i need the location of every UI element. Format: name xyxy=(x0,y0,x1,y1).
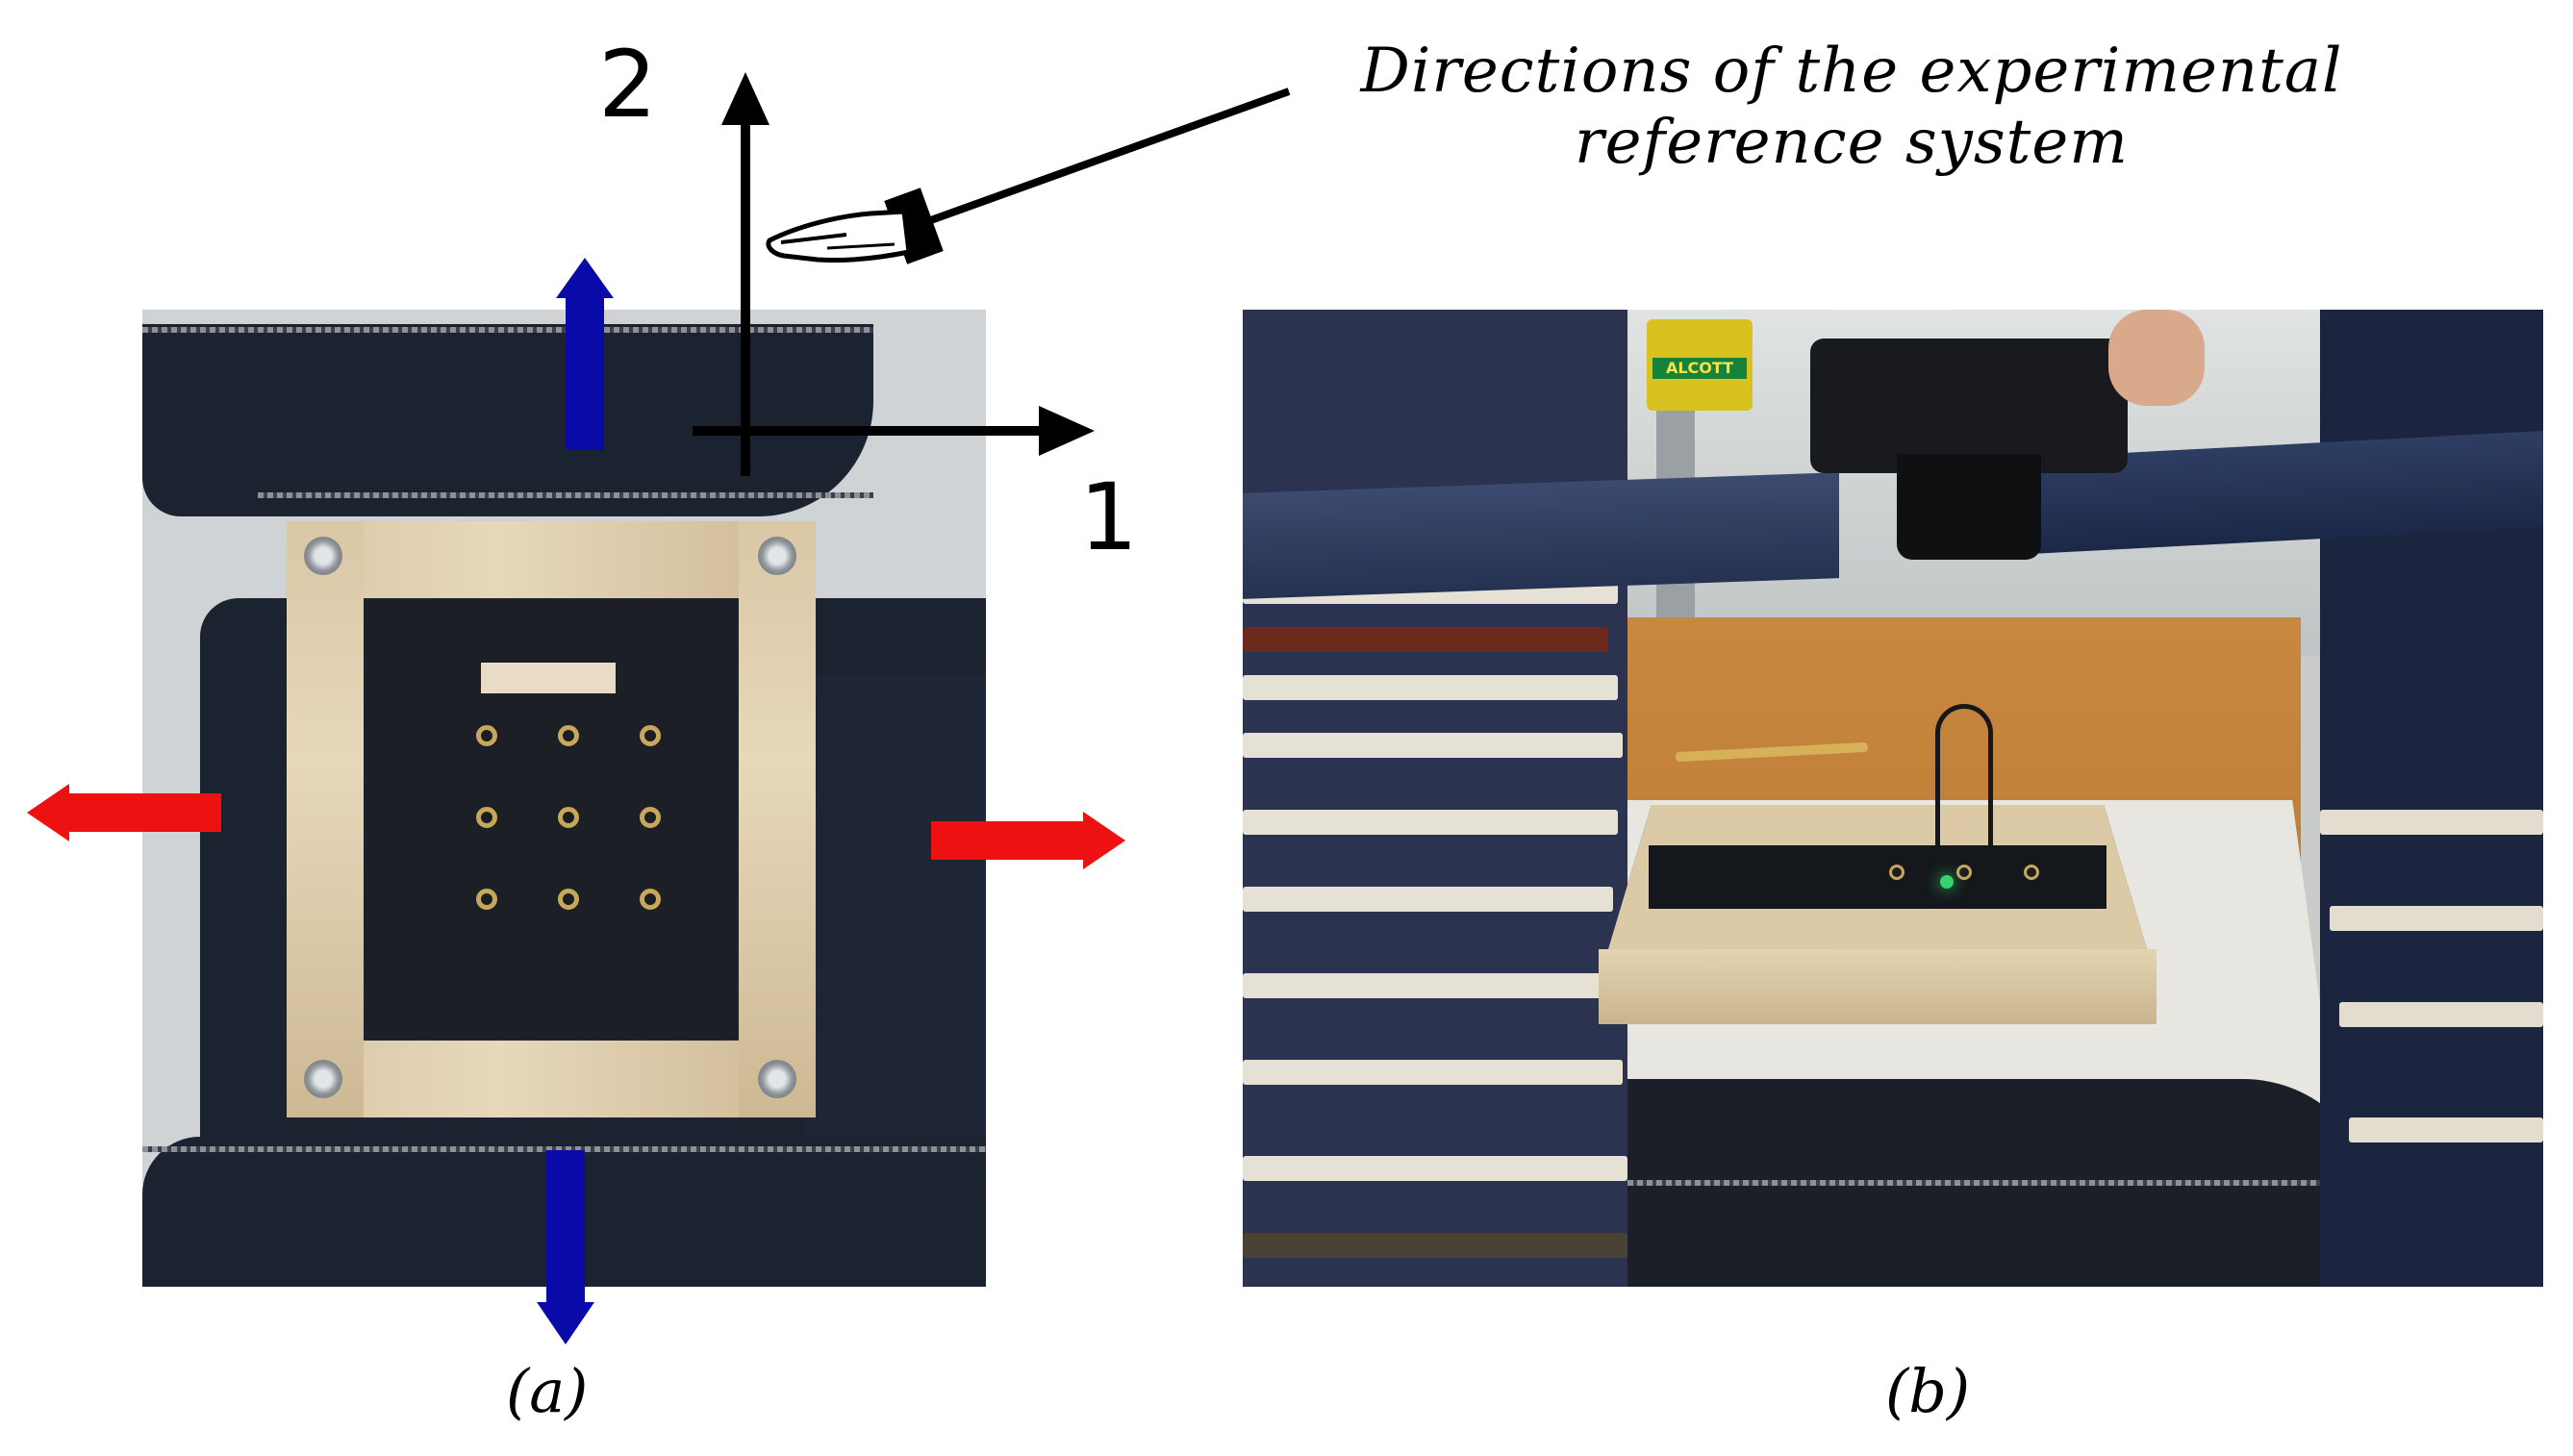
tape-strip xyxy=(481,663,616,693)
eyelet xyxy=(1889,865,1905,880)
book-pages xyxy=(1243,973,1618,998)
reference-system-callout: Directions of the experimental reference… xyxy=(1308,36,2395,178)
bag-logo-text: ALCOTT xyxy=(1652,358,1747,379)
eyelet xyxy=(558,807,579,828)
axis-2-label: 2 xyxy=(598,31,658,138)
bolt xyxy=(758,1060,796,1098)
fabric-seam-top xyxy=(142,327,873,333)
eyelet xyxy=(640,807,661,828)
fabric-right xyxy=(806,675,986,1137)
book-pages xyxy=(1243,887,1613,912)
eyelet xyxy=(476,725,497,746)
eyelet xyxy=(2024,865,2039,880)
book xyxy=(1243,1233,1627,1258)
book-pages xyxy=(1243,1156,1627,1181)
arrow-up-blue xyxy=(556,258,614,450)
eyelet xyxy=(640,889,661,910)
camera-body xyxy=(1810,339,2128,473)
arrow-left-red xyxy=(27,784,221,841)
book-pages xyxy=(2330,906,2543,931)
fabric-seam xyxy=(1397,1180,2339,1186)
book-pages xyxy=(1243,1060,1623,1085)
photo-camera-setup-side-view: ALCOTT xyxy=(1243,310,2543,1287)
eyelet xyxy=(476,807,497,828)
eyelet xyxy=(558,889,579,910)
frame-bar-bottom xyxy=(287,1041,816,1117)
book-pages xyxy=(2320,810,2543,835)
axis-1-label: 1 xyxy=(1079,464,1139,571)
frame-bar-right xyxy=(739,521,816,1117)
book-pages xyxy=(1243,733,1623,758)
pointing-hand-icon xyxy=(766,88,1291,264)
eyelet xyxy=(476,889,497,910)
frame-bar-top xyxy=(287,521,816,598)
panel-label-b: (b) xyxy=(1885,1356,1971,1426)
axis-2-arrow xyxy=(721,72,769,476)
bolt xyxy=(758,537,796,575)
book-pages xyxy=(2349,1117,2543,1142)
book xyxy=(1243,627,1608,652)
book-pages xyxy=(1243,675,1618,700)
green-laser-dot xyxy=(1940,875,1954,889)
fabric-seam-upper xyxy=(258,492,873,498)
hand xyxy=(2108,310,2205,406)
frame-bar-left xyxy=(287,521,364,1117)
camera-lens xyxy=(1897,454,2041,560)
frame-inner-membrane xyxy=(366,600,737,1039)
book-stack-left xyxy=(1243,310,1627,1287)
panel-label-a: (a) xyxy=(506,1356,589,1426)
yellow-bag: ALCOTT xyxy=(1647,319,1753,411)
eyelet xyxy=(558,725,579,746)
arrow-right-red xyxy=(931,812,1125,869)
fabric-seam-bottom xyxy=(142,1146,986,1152)
axis-1-arrow xyxy=(693,406,1095,456)
book-pages xyxy=(1243,810,1618,835)
bolt xyxy=(304,537,342,575)
book-pages xyxy=(2339,1002,2543,1027)
bolt xyxy=(304,1060,342,1098)
callout-line-2: reference system xyxy=(1575,106,2129,178)
callout-line-1: Directions of the experimental xyxy=(1360,36,2343,107)
cable xyxy=(1935,704,1993,887)
eyelet xyxy=(640,725,661,746)
arrow-down-blue xyxy=(537,1150,594,1344)
fabric-top xyxy=(142,324,873,516)
frame-front-bar xyxy=(1599,949,2157,1024)
